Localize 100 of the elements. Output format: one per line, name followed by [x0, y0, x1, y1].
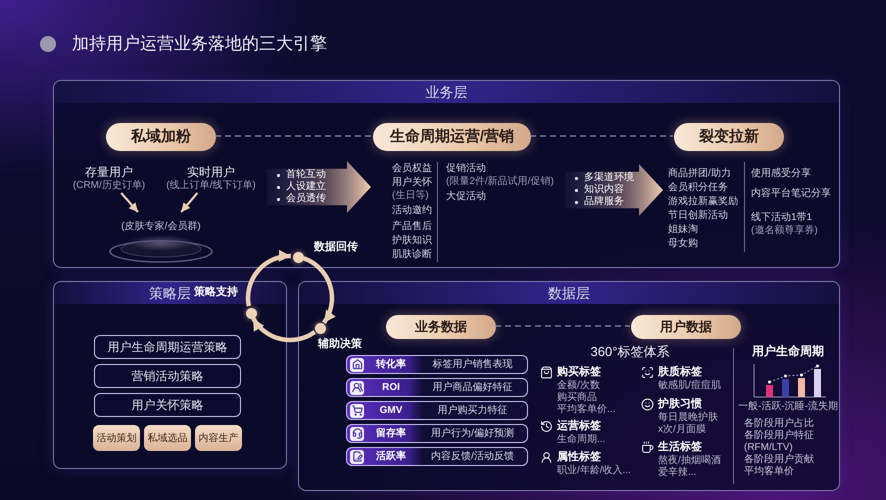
- list-item-text: 姐妹淘: [668, 224, 698, 236]
- bullet-text: 知识内容: [584, 184, 624, 196]
- list-item-text: 各阶段用户贡献: [744, 454, 814, 466]
- node-subtitle: (皮肤专家/会员群): [121, 221, 201, 233]
- list-item-text: 平均客单价: [744, 466, 794, 478]
- tag-detail: 金额/次数: [557, 380, 600, 392]
- tag-chip: 内容生产: [195, 425, 242, 451]
- metric-row: [346, 401, 528, 420]
- node-title: 实时用户: [187, 164, 235, 180]
- tag-detail: 爱辛辣...: [658, 467, 696, 479]
- list-item-text: 用户关怀: [392, 177, 432, 189]
- tag-detail: 每日晨晚护肤: [658, 412, 718, 424]
- bullet-text: 会员透传: [286, 193, 326, 205]
- section-heading: 用户生命周期: [751, 344, 825, 359]
- dashed-connector: [215, 135, 372, 137]
- arrow: [120, 192, 139, 213]
- list-item-text: 游戏拉新赢奖励: [668, 196, 738, 208]
- node-title: 存量用户: [85, 164, 133, 180]
- list-item-text: 肌肤诊断: [392, 249, 432, 261]
- metric-row: [346, 378, 528, 397]
- dashed-connector: [530, 135, 673, 137]
- slide-title: 加持用户运营业务落地的三大引擎: [72, 33, 327, 55]
- bullet-text: 人设建立: [286, 181, 326, 192]
- cycle-arrow: [251, 317, 316, 342]
- stage-pill: 业务数据: [386, 315, 496, 339]
- cycle-label: 数据回传: [314, 241, 358, 254]
- list-item-text: 会员权益: [392, 163, 432, 175]
- metric-name: 转化率: [374, 357, 407, 372]
- node-subtitle: (CRM/历史订单): [72, 180, 146, 192]
- list-item-text: 节日创新活动: [668, 210, 728, 222]
- strategy-item: 营销活动策略: [94, 364, 241, 388]
- tag-detail: 生命周期...: [557, 434, 606, 446]
- metric-description: 用户行为/偏好预测: [430, 426, 515, 441]
- metric-description: 用户商品偏好特征: [432, 380, 514, 395]
- panel-title: 策略层: [149, 284, 191, 302]
- list-item-text: 促销活动: [446, 163, 486, 175]
- tag-chip: 活动策划: [93, 425, 140, 451]
- strategy-item: 用户生命周期运营策略: [94, 335, 241, 359]
- cycle-node: [292, 252, 304, 264]
- tag-detail: 敏感肌/痘痘肌: [658, 380, 721, 392]
- stage-pill: 用户数据: [631, 315, 741, 339]
- tag-title: 生活标签: [658, 441, 702, 454]
- metric-name: GMV: [378, 404, 404, 418]
- list-item-text: 会员积分任务: [668, 182, 728, 194]
- stage-pill: 生命周期运营/营销: [373, 123, 531, 151]
- tag-title: 肤质标签: [658, 366, 702, 379]
- bullet-text: 多渠道环境: [584, 172, 634, 184]
- layer-panel: [53, 80, 840, 268]
- list-item-text: 商品拼团/助力: [668, 168, 731, 180]
- cycle-arrow: [246, 250, 291, 306]
- metric-row: [346, 447, 528, 466]
- metric-name: 留存率: [375, 426, 407, 441]
- cycle-label: 策略支持: [194, 286, 238, 299]
- bullet-text: 首轮互动: [286, 169, 326, 180]
- tag-title: 属性标签: [557, 451, 601, 464]
- metric-row: [346, 355, 528, 374]
- list-item-text: 各阶段用户特征 (RFM/LTV): [744, 430, 815, 454]
- tag-detail: 职业/年龄/收入...: [557, 465, 631, 477]
- cycle-node: [246, 308, 258, 319]
- list-item-text: 活动邀约: [392, 205, 432, 217]
- list-item-text: 内容平台笔记分享: [751, 188, 831, 200]
- metric-name: ROI: [381, 381, 401, 395]
- cycle-label: 辅助决策: [318, 338, 362, 351]
- note-text: (生日等): [392, 190, 429, 202]
- panel-title: 业务层: [426, 83, 468, 101]
- metric-description: 内容反馈/活动反馈: [430, 450, 515, 464]
- tag-title: 护肤习惯: [658, 398, 702, 411]
- bullet-text: 品牌服务: [584, 196, 624, 208]
- tag-detail: 熬夜/抽烟喝酒: [658, 455, 721, 466]
- note-text: (限量2件/新品试用/促销): [446, 176, 554, 188]
- stage-pill: 私域加粉: [106, 123, 216, 151]
- layer-panel: [298, 281, 840, 491]
- metric-row: [346, 424, 528, 443]
- cycle-arrow: [302, 256, 336, 324]
- list-item-text: 各阶段用户占比: [744, 418, 814, 430]
- node-subtitle: (线上订单/线下订单): [166, 180, 256, 192]
- list-item-text: 产品售后: [392, 221, 432, 233]
- tag-title: 购买标签: [557, 366, 601, 379]
- list-item-text: 使用感受分享: [751, 168, 811, 180]
- note-text: (邀名额尊享券): [751, 225, 818, 237]
- stage-pill: 裂变拉新: [674, 123, 784, 151]
- list-item-text: 护肤知识: [392, 235, 432, 247]
- dashed-connector: [495, 325, 630, 327]
- axis-label: 一般-活跃-沉睡-流失期: [738, 401, 838, 413]
- cycle-node: [315, 323, 326, 334]
- strategy-item: 用户关怀策略: [94, 393, 241, 417]
- tag-detail: x次/月面膜: [658, 424, 706, 436]
- tag-title: 运营标签: [557, 420, 601, 433]
- tag-detail: 平均客单价...: [557, 404, 616, 416]
- tag-chip: 私域选品: [144, 425, 191, 451]
- section-heading: 360°标签体系: [590, 344, 670, 360]
- list-item-text: 线下活动1带1: [751, 212, 812, 224]
- panel-title: 数据层: [548, 284, 590, 302]
- metric-description: 用户购买力特征: [436, 404, 508, 418]
- metric-description: 标签用户销售表现: [432, 358, 514, 372]
- arrow: [180, 192, 198, 213]
- metric-name: 活跃率: [375, 449, 407, 464]
- list-item-text: 大促活动: [446, 191, 486, 203]
- tag-detail: 购买商品: [557, 392, 597, 404]
- list-item-text: 母女购: [668, 238, 698, 250]
